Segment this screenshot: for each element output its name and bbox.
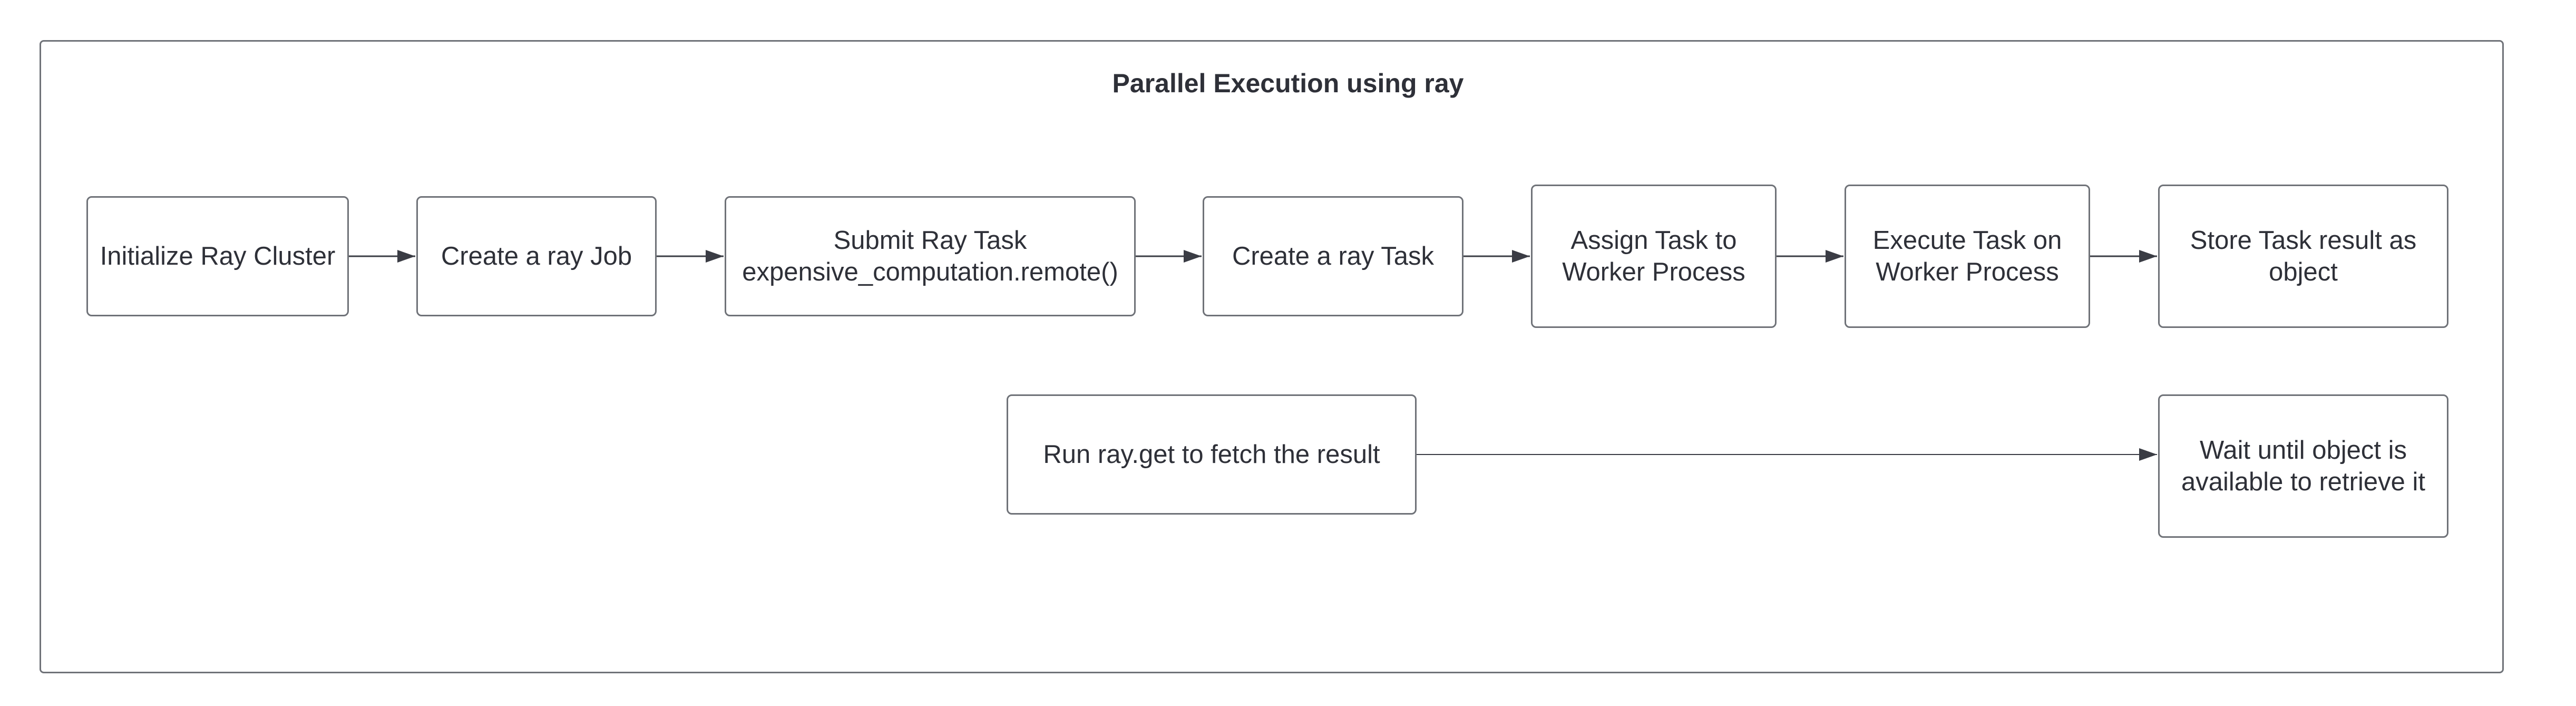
- step-store-task-result: Store Task result as object: [2158, 185, 2448, 328]
- step-label: Run ray.get to fetch the result: [1043, 440, 1380, 469]
- step-label: Create a ray Task: [1232, 242, 1435, 270]
- step-label: Store Task result as object: [2190, 226, 2417, 286]
- step-label: Create a ray Job: [441, 242, 632, 270]
- diagram-title: Parallel Execution using ray: [1112, 69, 1464, 98]
- step-wait-until-object-available: Wait until object is available to retrie…: [2158, 394, 2448, 538]
- step-create-ray-task: Create a ray Task: [1203, 196, 1463, 316]
- step-label: Wait until object is available to retrie…: [2181, 436, 2425, 496]
- step-execute-task-on-worker: Execute Task on Worker Process: [1845, 185, 2090, 328]
- step-label: Initialize Ray Cluster: [100, 242, 336, 270]
- step-create-ray-job: Create a ray Job: [416, 196, 657, 316]
- step-label: Submit Ray Task expensive_computation.re…: [742, 226, 1118, 286]
- step-label: Assign Task to Worker Process: [1562, 226, 1745, 286]
- step-run-ray-get: Run ray.get to fetch the result: [1007, 394, 1417, 515]
- diagram-frame: [40, 40, 2504, 673]
- step-submit-ray-task: Submit Ray Task expensive_computation.re…: [725, 196, 1136, 316]
- step-initialize-ray-cluster: Initialize Ray Cluster: [86, 196, 349, 316]
- step-assign-task-to-worker: Assign Task to Worker Process: [1531, 185, 1777, 328]
- step-label: Execute Task on Worker Process: [1872, 226, 2062, 286]
